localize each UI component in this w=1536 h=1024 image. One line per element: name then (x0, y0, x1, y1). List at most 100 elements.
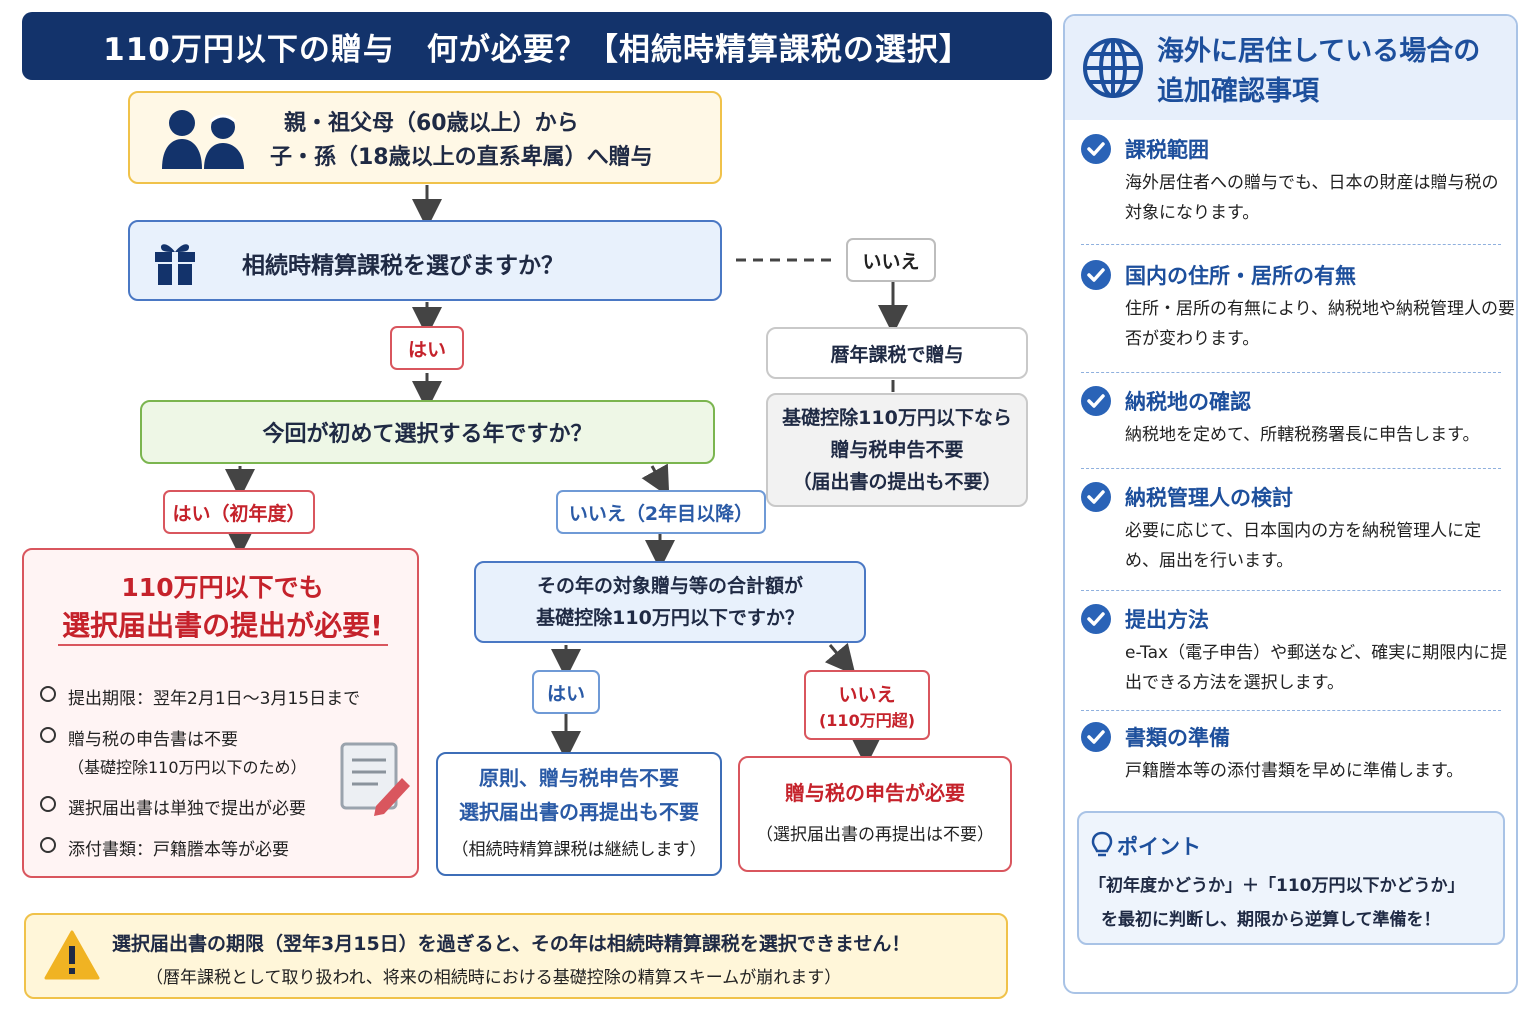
label-no-over-sub: (110万円超) (818, 710, 916, 730)
first-year-heading-2: 選択届出書の提出が必要! (62, 609, 383, 642)
point-line2: を最初に判断し、期限から逆算して準備を！ (1101, 910, 1441, 930)
side-item-body: 納税地を定めて、所轄税務署長に申告します。 (1125, 425, 1480, 445)
label-no-second-year: いいえ（2年目以降） (556, 490, 766, 534)
first-year-item-4: 添付書類：戸籍謄本等が必要 (40, 835, 289, 860)
check-circle-icon (1081, 386, 1111, 416)
check-circle-icon (1081, 482, 1111, 512)
side-item-title: 納税管理人の検討 (1125, 486, 1293, 510)
first-year-heading-1: 110万円以下でも (121, 573, 324, 602)
label-yes-1: はい (390, 326, 464, 370)
globe-icon (1083, 38, 1143, 98)
point-line1: 「初年度かどうか」＋「110万円以下かどうか」 (1089, 876, 1465, 896)
deadline-warning-box: 選択届出書の期限（翌年3月15日）を過ぎると、その年は相続時精算課税を選択できま… (24, 913, 1008, 999)
arrow-q2-to-second (641, 463, 670, 498)
side-divider (1081, 372, 1501, 373)
calendar-result-line3: （届出書の提出も不要） (792, 471, 1002, 493)
side-item-documents: 書類の準備 戸籍謄本等の添付書類を早めに準備します。 (1081, 722, 1506, 792)
side-item-title: 納税地の確認 (1125, 390, 1251, 414)
gift-icon (155, 244, 195, 285)
calendar-tax-text: 暦年課税で贈与 (830, 343, 964, 366)
label-no-over: いいえ (110万円超) (804, 670, 930, 740)
side-divider (1081, 710, 1501, 711)
circle-bullet-icon (40, 686, 56, 702)
question-2-text: 今回が初めて選択する年ですか？ (262, 422, 593, 447)
label-yes-1-text: はい (407, 338, 446, 361)
warning-icon (44, 930, 100, 980)
label-no-second-year-text: いいえ（2年目以降） (568, 502, 754, 525)
question-1-box: 相続時精算課税を選びますか？ (128, 220, 722, 301)
calendar-result-line2: 贈与税申告不要 (830, 439, 964, 461)
side-item-title: 課税範囲 (1125, 138, 1209, 162)
side-item-tax-place: 納税地の確認 納税地を定めて、所轄税務署長に申告します。 (1081, 386, 1506, 456)
result-yes-line3: （相続時精算課税は継続します） (451, 840, 707, 860)
question-1-text: 相続時精算課税を選びますか？ (242, 253, 564, 279)
first-year-item-2: 贈与税の申告書は不要 (40, 725, 238, 750)
side-item-title: 提出方法 (1125, 608, 1209, 632)
side-item-scope: 課税範囲 海外居住者への贈与でも、日本の財産は贈与税の対象になります。 (1081, 134, 1506, 234)
circle-bullet-icon (40, 796, 56, 812)
start-line2: 子・孫（18歳以上の直系卑属）へ贈与 (270, 145, 653, 170)
side-item-address: 国内の住所・居所の有無 住所・居所の有無により、納税地や納税管理人の要否が変わり… (1081, 260, 1515, 360)
overseas-side-panel: 海外に居住している場合の 追加確認事項 課税範囲 海外居住者への贈与でも、日本の… (1063, 14, 1518, 994)
page-title-text: 110万円以下の贈与 何が必要？【相続時精算課税の選択】 (103, 31, 971, 68)
side-item-tax-agent: 納税管理人の検討 必要に応じて、日本国内の方を納税管理人に定め、届出を行います。 (1081, 482, 1506, 582)
result-no-box: 贈与税の申告が必要 （選択届出書の再提出は不要） (738, 756, 1012, 872)
side-item-method: 提出方法 e-Tax（電子申告）や郵送など、確実に期限内に提出できる方法を選択し… (1081, 604, 1507, 704)
point-title: ポイント (1117, 835, 1201, 859)
calendar-result-line1: 基礎控除110万円以下なら (782, 407, 1012, 429)
people-icon (162, 110, 244, 169)
lightbulb-icon (1091, 831, 1113, 857)
first-year-underline (58, 644, 388, 646)
circle-bullet-icon (40, 837, 56, 853)
check-circle-icon (1081, 260, 1111, 290)
side-divider (1081, 590, 1501, 591)
start-box: 親・祖父母（60歳以上）から 子・孫（18歳以上の直系卑属）へ贈与 (128, 91, 722, 184)
point-box: ポイント 「初年度かどうか」＋「110万円以下かどうか」 を最初に判断し、期限か… (1077, 811, 1505, 945)
first-year-item-2-text: 贈与税の申告書は不要 (68, 730, 238, 750)
document-pen-icon (340, 742, 410, 816)
check-circle-icon (1081, 604, 1111, 634)
warning-line1: 選択届出書の期限（翌年3月15日）を過ぎると、その年は相続時精算課税を選択できま… (112, 933, 911, 955)
side-item-body: e-Tax（電子申告）や郵送など、確実に期限内に提出できる方法を選択します。 (1125, 643, 1508, 693)
label-no-1-text: いいえ (862, 250, 920, 273)
label-yes-first-year-text: はい（初年度） (172, 502, 306, 525)
result-no-line1: 贈与税の申告が必要 (785, 781, 965, 805)
label-yes-2-text: はい (546, 682, 585, 705)
side-panel-header: 海外に居住している場合の 追加確認事項 (1065, 16, 1516, 120)
question-3-line2: 基礎控除110万円以下ですか？ (536, 607, 804, 629)
side-divider (1081, 468, 1501, 469)
warning-line2: （暦年課税として取り扱われ、将来の相続時における基礎控除の精算スキームが崩れます… (146, 968, 842, 988)
side-item-body: 住所・居所の有無により、納税地や納税管理人の要否が変わります。 (1125, 299, 1515, 349)
circle-bullet-icon (40, 727, 56, 743)
result-yes-line2: 選択届出書の再提出も不要 (459, 800, 699, 824)
start-line1: 親・祖父母（60歳以上）から (284, 111, 579, 136)
side-item-body: 海外居住者への贈与でも、日本の財産は贈与税の対象になります。 (1125, 173, 1499, 223)
question-3-line1: その年の対象贈与等の合計額が (536, 575, 803, 597)
first-year-item-1-text: 提出期限：翌年2月1日〜3月15日まで (68, 689, 361, 709)
first-year-item-1: 提出期限：翌年2月1日〜3月15日まで (40, 684, 360, 709)
result-yes-line1: 原則、贈与税申告不要 (479, 766, 679, 790)
first-year-item-4-text: 添付書類：戸籍謄本等が必要 (68, 840, 289, 860)
side-title-line2: 追加確認事項 (1157, 76, 1319, 107)
calendar-result-box: 基礎控除110万円以下なら 贈与税申告不要 （届出書の提出も不要） (766, 393, 1028, 507)
check-circle-icon (1081, 134, 1111, 164)
label-no-over-main: いいえ (838, 683, 896, 706)
side-item-body: 戸籍謄本等の添付書類を早めに準備します。 (1125, 761, 1464, 781)
side-divider (1081, 244, 1501, 245)
first-year-box: 110万円以下でも 選択届出書の提出が必要! 提出期限：翌年2月1日〜3月15日… (22, 548, 419, 878)
question-2-box: 今回が初めて選択する年ですか？ (140, 400, 715, 464)
first-year-item-2-note: （基礎控除110万円以下のため） (68, 758, 307, 777)
check-circle-icon (1081, 722, 1111, 752)
result-no-line2: （選択届出書の再提出は不要） (756, 825, 994, 845)
first-year-item-3-text: 選択届出書は単独で提出が必要 (68, 799, 306, 819)
page-title: 110万円以下の贈与 何が必要？【相続時精算課税の選択】 (22, 12, 1052, 80)
result-yes-box: 原則、贈与税申告不要 選択届出書の再提出も不要 （相続時精算課税は継続します） (436, 752, 722, 876)
question-3-box: その年の対象贈与等の合計額が 基礎控除110万円以下ですか？ (474, 561, 866, 643)
side-item-title: 国内の住所・居所の有無 (1125, 264, 1356, 288)
side-title-line1: 海外に居住している場合の (1157, 36, 1481, 67)
calendar-tax-box: 暦年課税で贈与 (766, 327, 1028, 379)
label-no-1: いいえ (846, 238, 936, 282)
first-year-item-3: 選択届出書は単独で提出が必要 (40, 794, 306, 819)
side-item-title: 書類の準備 (1125, 726, 1230, 750)
side-panel-title: 海外に居住している場合の 追加確認事項 (1157, 32, 1507, 112)
